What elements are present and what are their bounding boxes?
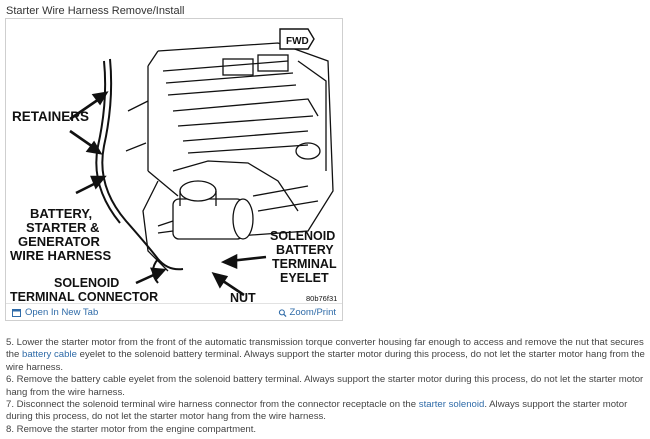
label-harness-3: GENERATOR bbox=[18, 234, 100, 249]
label-harness-4: WIRE HARNESS bbox=[10, 248, 111, 263]
figure-code: 80b76f31 bbox=[306, 294, 337, 303]
zoom-print-link[interactable]: Zoom/Print bbox=[278, 307, 336, 318]
label-solenoid-2: BATTERY bbox=[276, 243, 334, 257]
open-in-new-tab-link[interactable]: Open In New Tab bbox=[12, 307, 98, 318]
open-in-new-tab-label: Open In New Tab bbox=[25, 307, 99, 318]
engine-illustration bbox=[125, 42, 334, 272]
callout-arrows bbox=[69, 91, 267, 297]
procedure-steps: 5. Lower the starter motor from the fron… bbox=[6, 337, 646, 436]
svg-text:FWD: FWD bbox=[286, 36, 309, 47]
label-harness-1: BATTERY, bbox=[30, 206, 92, 221]
step-8: 8. Remove the starter motor from the eng… bbox=[6, 423, 257, 435]
starter-solenoid-link[interactable]: starter solenoid bbox=[418, 399, 485, 411]
label-connector-1: SOLENOID bbox=[54, 276, 119, 290]
magnifier-icon bbox=[278, 308, 287, 317]
starter-motor bbox=[157, 180, 254, 240]
label-solenoid-3: TERMINAL bbox=[272, 257, 337, 271]
new-tab-icon bbox=[12, 308, 21, 317]
figure-panel: FWD RETAINERS BATTERY, STARTER & GENERAT… bbox=[5, 18, 343, 321]
label-retainers: RETAINERS bbox=[12, 109, 89, 124]
starter-wire-harness-diagram[interactable]: FWD RETAINERS BATTERY, STARTER & GENERAT… bbox=[8, 21, 340, 304]
label-solenoid-1: SOLENOID bbox=[270, 229, 335, 243]
step-5: 5. Lower the starter motor from the fron… bbox=[6, 337, 645, 373]
zoom-print-label: Zoom/Print bbox=[289, 307, 336, 318]
label-nut: NUT bbox=[230, 291, 256, 304]
page-title: Starter Wire Harness Remove/Install bbox=[6, 5, 185, 17]
figure-toolbar: Open In New Tab Zoom/Print bbox=[6, 303, 342, 320]
label-connector-2: TERMINAL CONNECTOR bbox=[10, 290, 158, 304]
battery-cable-link[interactable]: battery cable bbox=[22, 349, 77, 361]
step-6: 6. Remove the battery cable eyelet from … bbox=[6, 374, 644, 398]
step-7: 7. Disconnect the solenoid terminal wire… bbox=[6, 399, 628, 423]
label-harness-2: STARTER & bbox=[26, 220, 99, 235]
label-solenoid-4: EYELET bbox=[280, 271, 329, 285]
fwd-badge: FWD bbox=[279, 28, 315, 50]
